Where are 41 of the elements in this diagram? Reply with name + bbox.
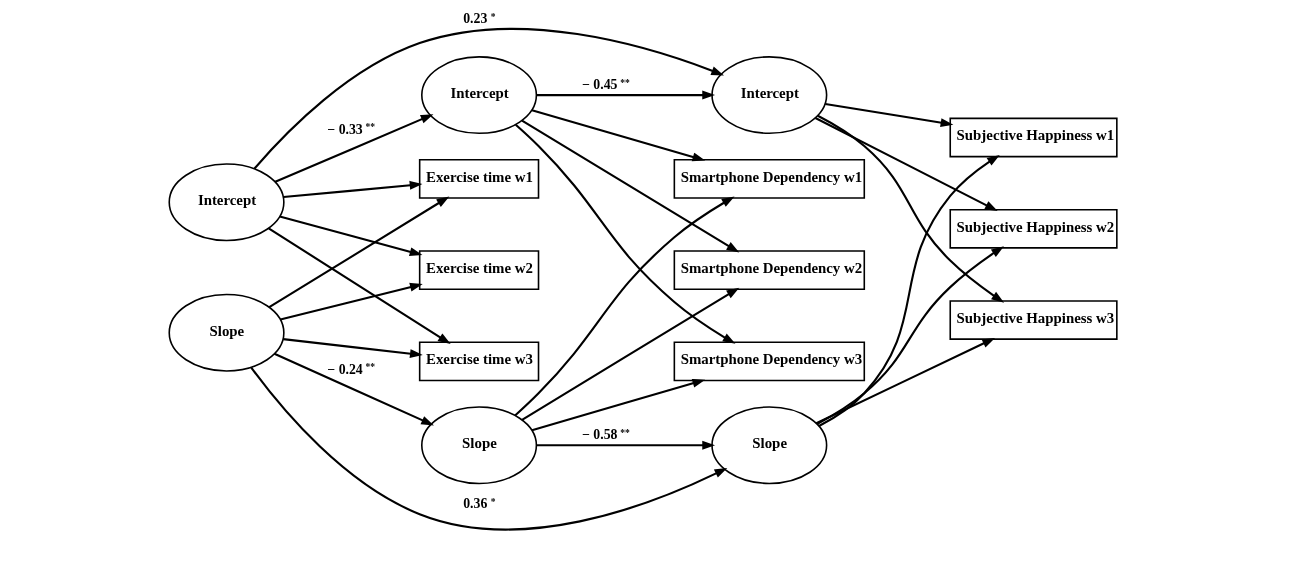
arrow	[521, 119, 740, 253]
arrow	[273, 352, 434, 426]
node-ellipse: Slope	[168, 293, 285, 372]
edge-label: − 0.33**	[327, 121, 376, 137]
arrow	[825, 102, 954, 128]
node-box: Subjective Happiness w2	[949, 208, 1118, 249]
edge-label: 0.36*	[463, 495, 496, 512]
arrow	[536, 440, 715, 450]
node-box: Subjective Happiness w3	[949, 300, 1118, 340]
arrow	[514, 196, 735, 417]
edge-label: 0.23*	[463, 10, 496, 27]
node-box: Smartphone Dependency w3	[673, 341, 866, 382]
arrow	[818, 154, 1000, 427]
edge-label: − 0.45**	[582, 76, 630, 93]
arrow	[279, 215, 423, 257]
node-box: Exercise time w2	[418, 250, 540, 291]
arrow	[268, 227, 451, 345]
edge-label: − 0.24**	[327, 361, 376, 377]
node-box: Smartphone Dependency w1	[673, 159, 866, 199]
arrow	[521, 287, 740, 421]
arrow	[815, 337, 996, 425]
node-box: Exercise time w3	[418, 341, 540, 382]
arrow	[253, 28, 724, 170]
arrow	[531, 379, 706, 432]
arrow	[283, 180, 423, 199]
arrow	[814, 117, 998, 211]
arrow	[280, 282, 423, 321]
edge-label: − 0.58**	[582, 426, 630, 443]
arrow	[268, 196, 450, 309]
node-box: Exercise time w1	[418, 159, 540, 199]
arrow	[816, 246, 1004, 425]
arrow	[283, 338, 423, 359]
node-box: Smartphone Dependency w2	[673, 250, 866, 291]
arrow	[817, 114, 1005, 303]
arrow	[515, 123, 736, 344]
arrow	[250, 366, 728, 531]
node-ellipse: Intercept	[168, 163, 285, 242]
node-box: Subjective Happiness w1	[949, 117, 1118, 158]
arrow	[531, 109, 706, 162]
arrow	[536, 90, 716, 100]
arrow	[274, 114, 434, 183]
